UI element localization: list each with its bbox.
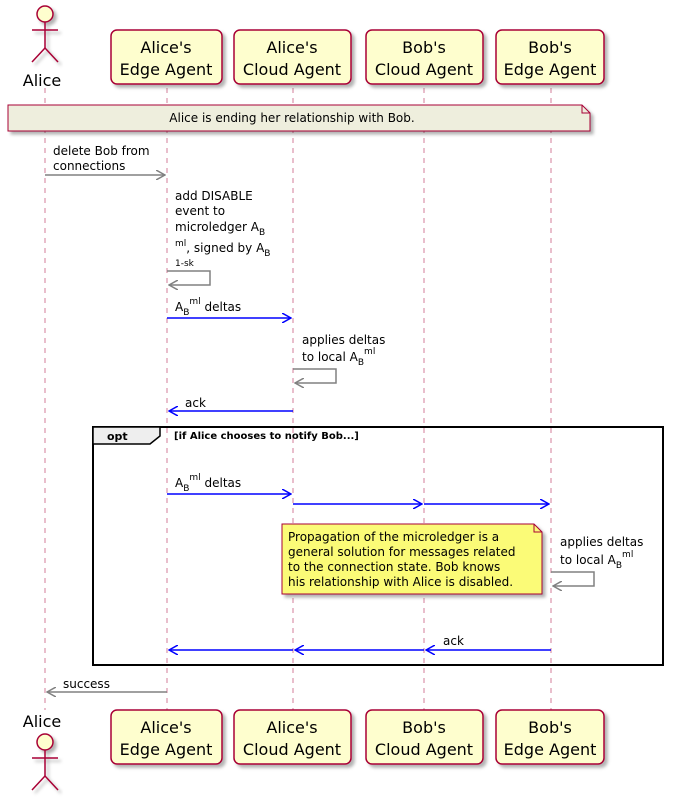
message-bob-applies-label-1: applies deltas — [560, 535, 643, 549]
message-applies-self-arrow — [293, 368, 337, 383]
header-note: Alice is ending her relationship with Bo… — [7, 104, 591, 132]
participant-alice-edge-bottom: Alice's Edge Agent — [110, 709, 223, 765]
participant-label-line1: Bob's — [528, 38, 572, 57]
note-line-2: general solution for messages related — [288, 545, 516, 559]
message-delete-label-2: connections — [53, 159, 125, 173]
opt-keyword: opt — [107, 430, 128, 443]
message-disable-label-3: microledger AB — [175, 220, 265, 238]
message-disable-label-2: event to — [175, 204, 225, 218]
actor-alice-bottom — [31, 733, 59, 791]
participant-label-line2: Cloud Agent — [243, 60, 341, 79]
participant-label-line1: Bob's — [528, 718, 572, 737]
participant-label-line2: Cloud Agent — [375, 60, 473, 79]
participant-label-line1: Alice's — [140, 718, 191, 737]
participant-label-line2: Edge Agent — [504, 740, 597, 759]
message-propagate-label: ABml deltas — [175, 473, 241, 494]
message-bob-applies-self-arrow — [551, 571, 595, 586]
message-applies-label-1: applies deltas — [302, 333, 385, 347]
message-delete-label-1: delete Bob from — [53, 144, 150, 158]
participant-bob-cloud-bottom: Bob's Cloud Agent — [365, 709, 484, 765]
propagation-note: Propagation of the microledger is a gene… — [281, 523, 543, 595]
opt-fragment: opt [if Alice chooses to notify Bob...] — [92, 426, 664, 666]
message-deltas-label: ABml deltas — [175, 297, 241, 318]
message-disable-label-5: 1-sk — [175, 259, 195, 269]
message-applies-label-2: to local ABml — [302, 347, 375, 368]
participant-label-line1: Alice's — [140, 38, 191, 57]
note-line-3: to the connection state. Bob knows — [288, 560, 500, 574]
opt-guard: [if Alice chooses to notify Bob...] — [174, 431, 359, 442]
participant-label-line2: Edge Agent — [120, 60, 213, 79]
actor-alice-top — [31, 5, 59, 63]
note-line-4: his relationship with Alice is disabled. — [288, 575, 513, 589]
message-bob-applies-label-2: to local ABml — [560, 550, 633, 571]
actor-head-icon — [36, 5, 54, 23]
participant-label-line2: Edge Agent — [120, 740, 213, 759]
lifelines — [44, 88, 552, 710]
message-ack-label: ack — [185, 396, 206, 410]
participant-label-line2: Cloud Agent — [243, 740, 341, 759]
participant-label-line2: Cloud Agent — [375, 740, 473, 759]
header-note-text: Alice is ending her relationship with Bo… — [169, 111, 414, 125]
participant-label-line2: Edge Agent — [504, 60, 597, 79]
actor-alice-bottom-label: Alice — [23, 712, 61, 731]
message-bob-ack-label: ack — [443, 634, 464, 648]
participant-label-line1: Bob's — [402, 718, 446, 737]
message-disable-label-4: ml, signed by AB — [175, 239, 270, 259]
participant-alice-edge-top: Alice's Edge Agent — [110, 29, 223, 85]
message-disable-label-1: add DISABLE — [175, 189, 253, 203]
participant-label-line1: Alice's — [266, 718, 317, 737]
note-line-1: Propagation of the microledger is a — [288, 530, 499, 544]
participant-bob-cloud-top: Bob's Cloud Agent — [365, 29, 484, 85]
participant-alice-cloud-top: Alice's Cloud Agent — [233, 29, 352, 85]
actor-head-icon — [36, 733, 54, 751]
message-disable-self-arrow — [167, 270, 211, 285]
participant-label-line1: Alice's — [266, 38, 317, 57]
actor-alice-top-label: Alice — [23, 71, 61, 90]
participant-bob-edge-top: Bob's Edge Agent — [495, 29, 605, 85]
participant-bob-edge-bottom: Bob's Edge Agent — [495, 709, 605, 765]
participant-alice-cloud-bottom: Alice's Cloud Agent — [233, 709, 352, 765]
participant-label-line1: Bob's — [402, 38, 446, 57]
message-success-label: success — [63, 677, 110, 691]
